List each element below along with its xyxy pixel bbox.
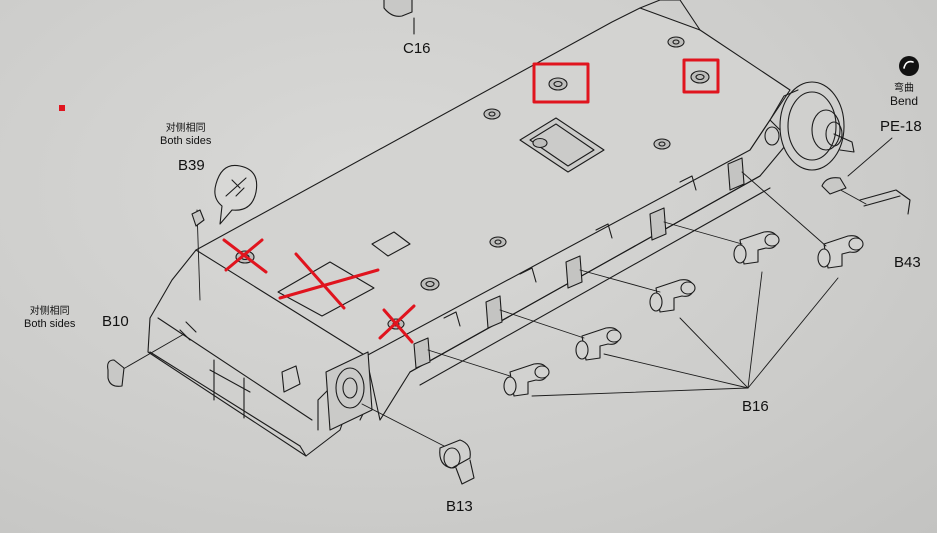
hull-body <box>147 7 791 457</box>
both-sides-en: Both sides <box>24 318 76 330</box>
bend-note: 弯曲 Bend <box>890 82 918 108</box>
highlight-box <box>532 62 590 104</box>
label-b39: B39 <box>178 157 205 174</box>
cross-mark <box>278 252 380 310</box>
part-c16 <box>383 0 415 35</box>
part-b16-swing-arms <box>503 231 864 397</box>
both-sides-en: Both sides <box>160 135 212 147</box>
suspension-mounts <box>413 157 745 369</box>
label-b43: B43 <box>894 254 921 271</box>
cross-mark <box>222 238 268 274</box>
both-sides-note-left: 对侧相同 Both sides <box>24 305 75 331</box>
deck-bolts <box>235 36 710 330</box>
bend-en: Bend <box>890 94 919 108</box>
part-b13 <box>439 439 475 485</box>
part-b10 <box>107 359 125 387</box>
bend-icon <box>899 56 919 76</box>
part-pe18-b43 <box>821 177 911 215</box>
both-sides-cn: 对侧相同 <box>29 306 70 317</box>
both-sides-note-top: 对侧相同 Both sides <box>160 122 211 148</box>
cross-mark <box>378 304 416 344</box>
label-pe18: PE-18 <box>880 118 922 135</box>
bend-cn: 弯曲 <box>894 83 915 94</box>
part-b39 <box>191 164 258 227</box>
highlight-box <box>682 58 720 94</box>
drive-sprocket-housing <box>639 0 855 171</box>
label-b16: B16 <box>742 398 769 415</box>
red-dot-marker <box>59 105 65 111</box>
label-b10: B10 <box>102 313 129 330</box>
red-cross-marks <box>222 238 416 344</box>
red-highlight-boxes <box>532 58 720 104</box>
label-c16: C16 <box>403 40 431 57</box>
leader-lines <box>117 137 893 447</box>
both-sides-cn: 对侧相同 <box>165 123 206 134</box>
label-b13: B13 <box>446 498 473 515</box>
